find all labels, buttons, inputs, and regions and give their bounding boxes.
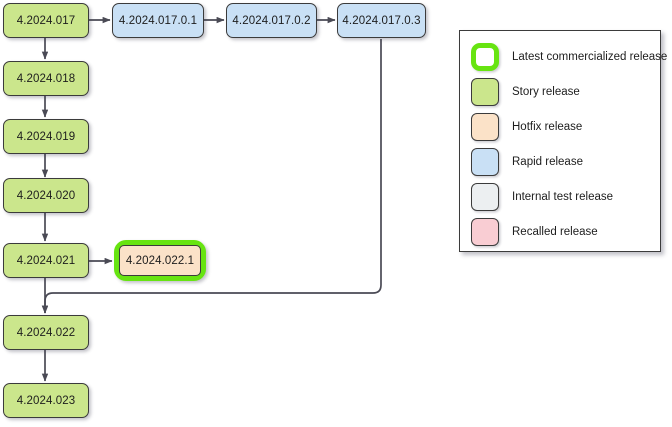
legend-swatch-internal-icon <box>471 183 499 211</box>
node-label: 4.2024.019 <box>16 130 76 143</box>
legend-label: Latest commercialized release <box>512 51 668 63</box>
node-4-2024-017-0-2[interactable]: 4.2024.017.0.2 <box>226 3 317 38</box>
node-4-2024-022[interactable]: 4.2024.022 <box>3 315 89 350</box>
node-label: 4.2024.022 <box>16 326 76 339</box>
legend-panel: Latest commercialized release Story rele… <box>459 30 667 252</box>
legend-label: Story release <box>512 86 580 98</box>
legend-label: Rapid release <box>512 156 583 168</box>
node-label: 4.2024.022.1 <box>125 254 195 267</box>
legend-label: Internal test release <box>512 191 614 203</box>
legend-item-recalled: Recalled release <box>471 217 598 247</box>
node-label: 4.2024.017.0.2 <box>232 14 311 27</box>
node-4-2024-019[interactable]: 4.2024.019 <box>3 119 89 154</box>
node-4-2024-022-1[interactable]: 4.2024.022.1 <box>119 245 201 276</box>
edge-01703-022-merge <box>41 39 382 314</box>
node-4-2024-020[interactable]: 4.2024.020 <box>3 178 89 213</box>
node-4-2024-017-0-3[interactable]: 4.2024.017.0.3 <box>337 3 426 38</box>
legend-label: Recalled release <box>512 226 598 238</box>
node-4-2024-021[interactable]: 4.2024.021 <box>3 243 89 278</box>
node-label: 4.2024.017 <box>16 14 76 27</box>
node-4-2024-017-0-1[interactable]: 4.2024.017.0.1 <box>112 3 204 38</box>
node-4-2024-023[interactable]: 4.2024.023 <box>3 383 89 418</box>
node-4-2024-017[interactable]: 4.2024.017 <box>3 3 89 38</box>
legend-swatch-latest-icon <box>471 43 499 71</box>
legend-swatch-story-icon <box>471 78 499 106</box>
node-label: 4.2024.018 <box>16 72 76 85</box>
legend-item-hotfix: Hotfix release <box>471 112 582 142</box>
legend-item-story: Story release <box>471 77 580 107</box>
node-label: 4.2024.017.0.1 <box>118 14 198 27</box>
node-label: 4.2024.023 <box>16 394 76 407</box>
legend-item-internal: Internal test release <box>471 182 613 212</box>
node-label: 4.2024.021 <box>16 254 76 267</box>
legend-swatch-recalled-icon <box>471 218 499 246</box>
node-4-2024-018[interactable]: 4.2024.018 <box>3 61 89 96</box>
legend-item-latest: Latest commercialized release <box>471 42 667 72</box>
legend-swatch-rapid-icon <box>471 148 499 176</box>
legend-swatch-hotfix-icon <box>471 113 499 141</box>
legend-item-rapid: Rapid release <box>471 147 583 177</box>
latest-release-highlight: 4.2024.022.1 <box>114 240 206 281</box>
node-label: 4.2024.020 <box>16 189 76 202</box>
node-label: 4.2024.017.0.3 <box>342 14 421 27</box>
legend-label: Hotfix release <box>512 121 583 133</box>
